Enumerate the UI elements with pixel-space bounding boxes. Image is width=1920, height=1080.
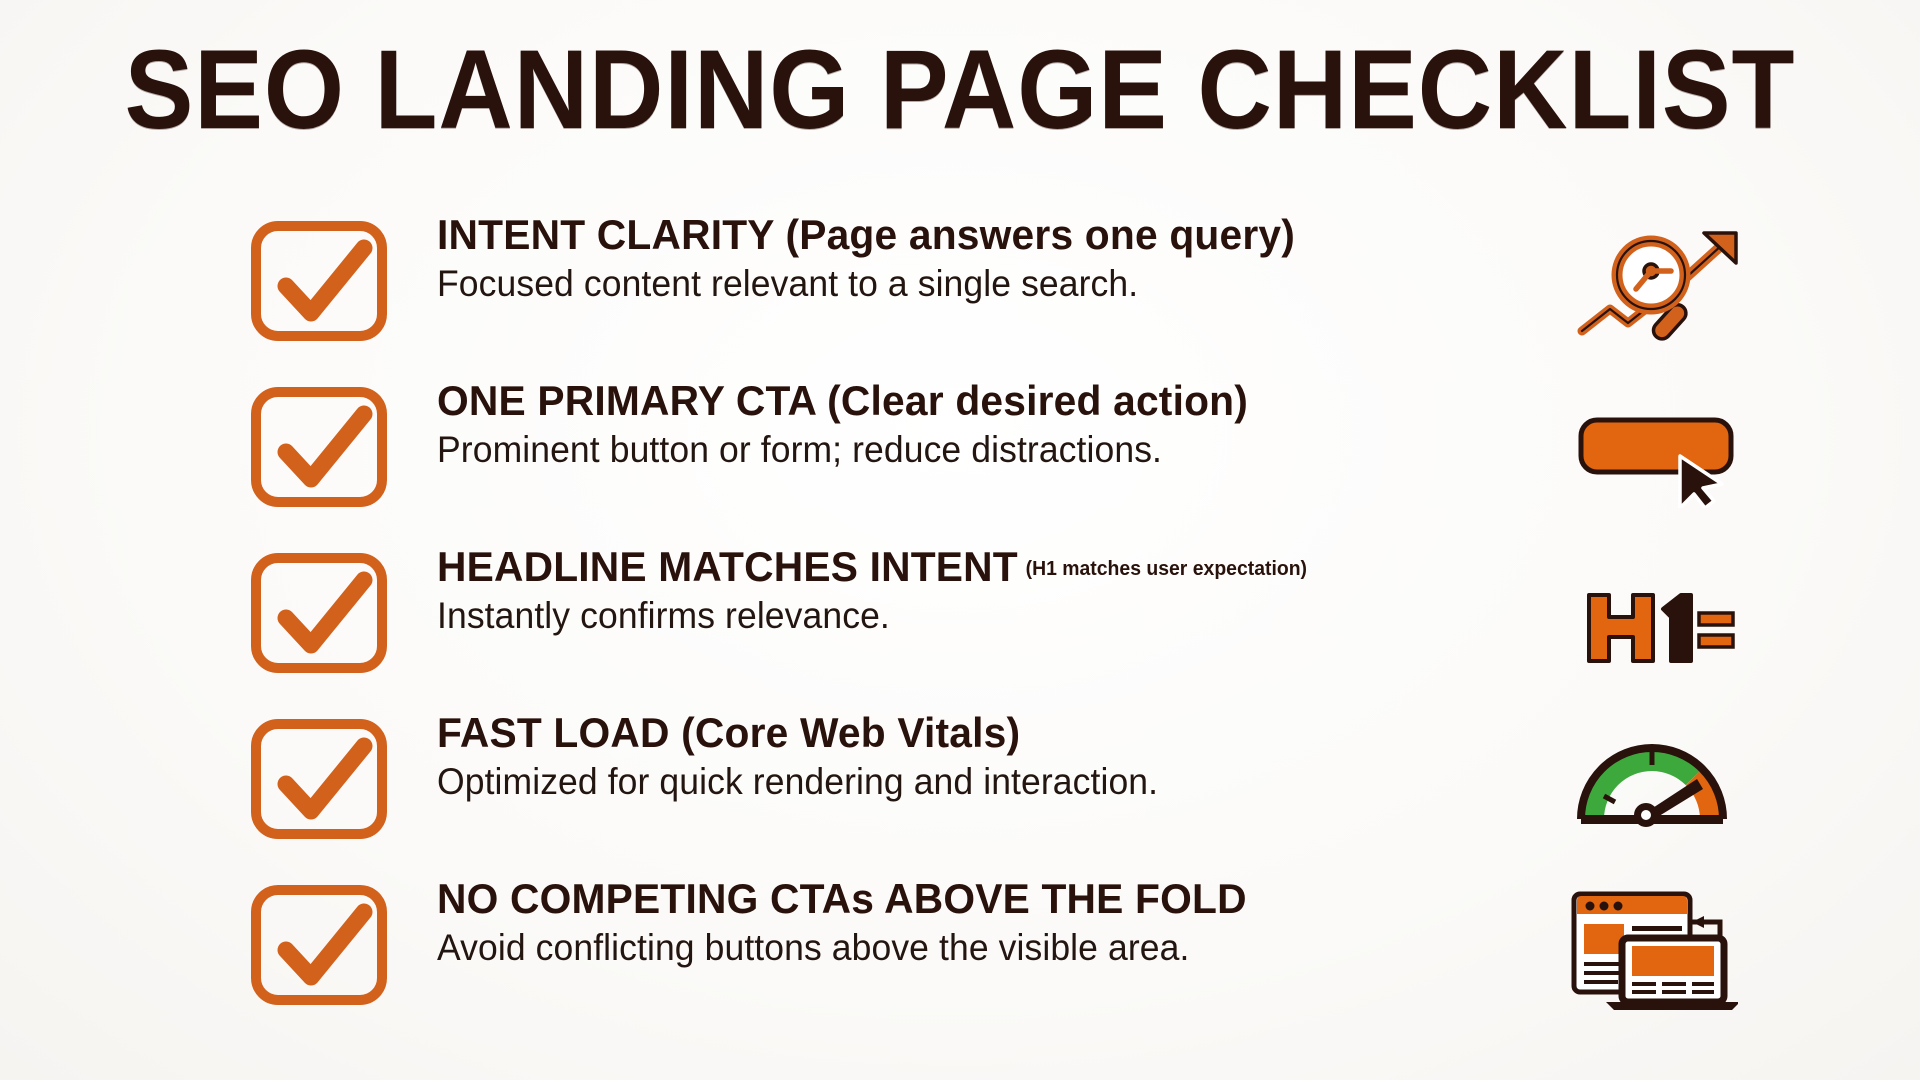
speed-gauge-icon	[1562, 720, 1742, 852]
heading-main: NO COMPETING CTAs ABOVE THE FOLD	[437, 875, 1247, 922]
checklist-item-description: Avoid conflicting buttons above the visi…	[437, 927, 1190, 969]
heading-main: INTENT CLARITY	[437, 211, 774, 258]
heading-tiny-note: (H1 matches user expectation)	[1025, 558, 1308, 580]
checklist-item-text: ONE PRIMARY CTA (Clear desired action) P…	[437, 378, 1517, 472]
checklist-item-description: Optimized for quick rendering and intera…	[437, 761, 1159, 803]
checklist-item-description: Instantly confirms relevance.	[437, 595, 890, 637]
checklist-item-text: HEADLINE MATCHES INTENT (H1 matches user …	[437, 544, 1517, 638]
heading-main: FAST LOAD	[437, 709, 670, 756]
page-title: SEO LANDING PAGE CHECKLIST	[124, 27, 1796, 152]
heading-main: HEADLINE MATCHES INTENT	[437, 543, 1018, 590]
checkbox-checked-icon[interactable]	[248, 218, 390, 344]
checklist-item-description: Focused content relevant to a single sea…	[437, 263, 1139, 305]
checklist-item-text: FAST LOAD (Core Web Vitals) Optimized fo…	[437, 710, 1517, 804]
checklist-item[interactable]: HEADLINE MATCHES INTENT (H1 matches user …	[0, 544, 1920, 710]
browser-laptop-icon	[1564, 882, 1744, 1014]
h1-heading-icon	[1570, 562, 1750, 694]
heading-paren: (Clear desired action)	[827, 377, 1249, 424]
checklist-item[interactable]: ONE PRIMARY CTA (Clear desired action) P…	[0, 378, 1920, 544]
checkbox-checked-icon[interactable]	[248, 550, 390, 676]
magnifier-trend-icon	[1572, 220, 1752, 352]
checkbox-checked-icon[interactable]	[248, 716, 390, 842]
heading-paren: (Core Web Vitals)	[681, 709, 1021, 756]
heading-paren: (Page answers one query)	[785, 211, 1296, 258]
cta-button-cursor-icon	[1570, 394, 1750, 526]
checklist: INTENT CLARITY (Page answers one query) …	[0, 212, 1920, 1042]
checklist-item-description: Prominent button or form; reduce distrac…	[437, 429, 1163, 471]
checklist-item-text: NO COMPETING CTAs ABOVE THE FOLD Avoid c…	[437, 876, 1517, 970]
checklist-item-heading: NO COMPETING CTAs ABOVE THE FOLD	[437, 876, 1485, 921]
checkbox-checked-icon[interactable]	[248, 882, 390, 1008]
checklist-item[interactable]: FAST LOAD (Core Web Vitals) Optimized fo…	[0, 710, 1920, 876]
checklist-item-text: INTENT CLARITY (Page answers one query) …	[437, 212, 1517, 306]
checklist-item[interactable]: NO COMPETING CTAs ABOVE THE FOLD Avoid c…	[0, 876, 1920, 1042]
checklist-item[interactable]: INTENT CLARITY (Page answers one query) …	[0, 212, 1920, 378]
checklist-item-heading: ONE PRIMARY CTA (Clear desired action)	[437, 378, 1485, 423]
checklist-item-heading: FAST LOAD (Core Web Vitals)	[437, 710, 1485, 755]
checkbox-checked-icon[interactable]	[248, 384, 390, 510]
checklist-item-heading: HEADLINE MATCHES INTENT (H1 matches user …	[437, 544, 1485, 589]
checklist-item-heading: INTENT CLARITY (Page answers one query)	[437, 212, 1485, 257]
heading-main: ONE PRIMARY CTA	[437, 377, 816, 424]
